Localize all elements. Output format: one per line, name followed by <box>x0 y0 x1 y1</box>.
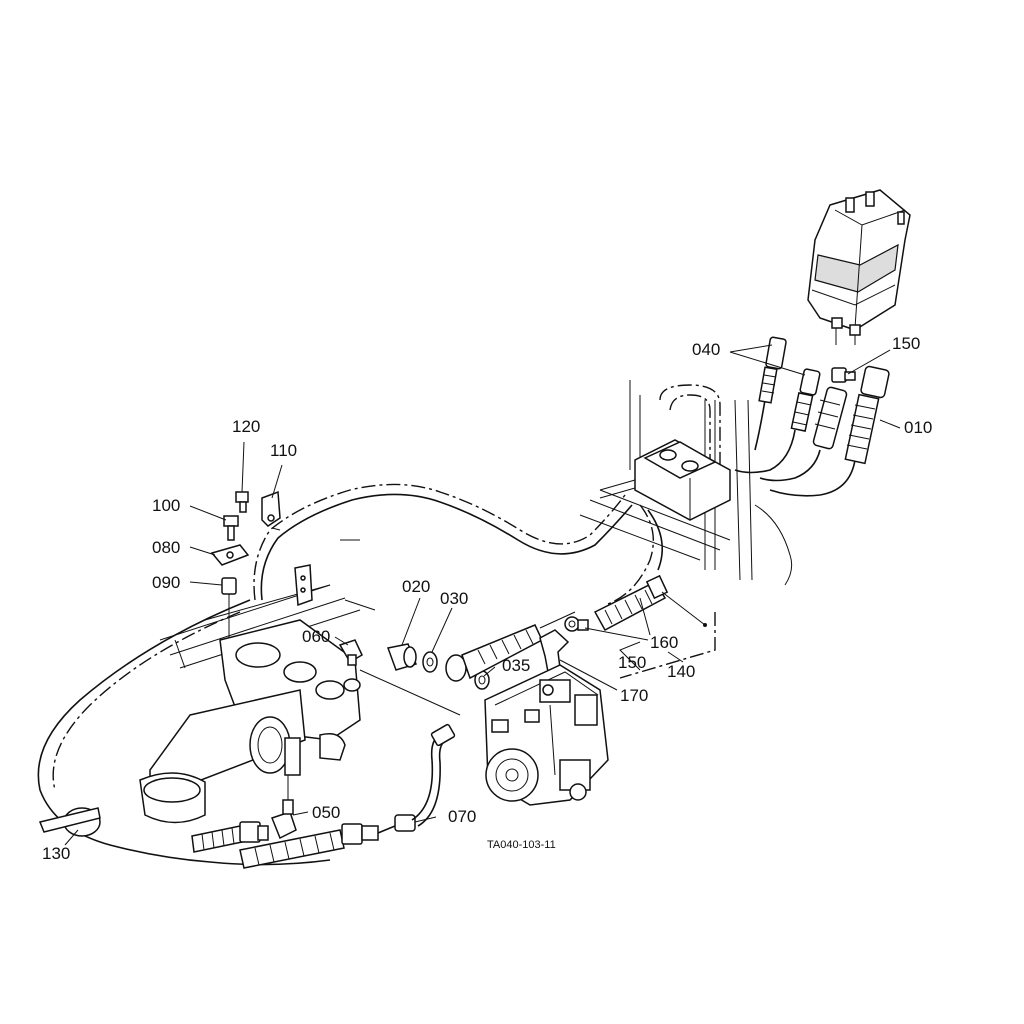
bolt-120 <box>235 491 249 513</box>
hose-010 <box>844 365 890 465</box>
leader-lines <box>64 344 901 846</box>
cable-tie-130 <box>38 807 101 837</box>
callout-080: 080 <box>152 538 180 557</box>
hose-150-upper <box>812 367 856 450</box>
hose-fittings-upper-right <box>758 336 890 465</box>
callout-070: 070 <box>448 807 476 826</box>
callout-050: 050 <box>312 803 340 822</box>
hose-routing <box>37 384 856 866</box>
callout-060: 060 <box>302 627 330 646</box>
clamp-080 <box>210 544 250 566</box>
callout-030: 030 <box>440 589 468 608</box>
hydraulic-motor <box>807 189 911 345</box>
callout-150-upper: 150 <box>892 334 920 353</box>
callout-090: 090 <box>152 573 180 592</box>
callout-140: 140 <box>667 662 695 681</box>
callout-labels: 010 020 030 035 040 050 060 070 080 090 … <box>42 334 932 863</box>
axle-assembly <box>139 619 361 824</box>
callout-130: 130 <box>42 844 70 863</box>
callout-040: 040 <box>692 340 720 359</box>
callout-110: 110 <box>270 441 297 460</box>
callout-100: 100 <box>152 496 180 515</box>
clip-110 <box>261 490 281 527</box>
hydraulic-pump <box>484 664 609 806</box>
hose-040-right <box>790 368 821 432</box>
spacer-090 <box>221 577 237 595</box>
callout-010: 010 <box>904 418 932 437</box>
callout-160: 160 <box>650 633 678 652</box>
clamp-assembly <box>210 490 281 640</box>
hose-050-assembly <box>191 775 297 853</box>
callout-035: 035 <box>502 656 530 675</box>
callout-120: 120 <box>232 417 260 436</box>
bolt-100 <box>223 515 239 541</box>
hose-160-assembly <box>593 574 716 679</box>
valve-block <box>599 439 731 521</box>
adapter-020 <box>386 643 418 671</box>
hose-070-assembly <box>239 723 456 869</box>
clip-150-lower <box>564 616 589 632</box>
frame-bracket <box>294 564 313 607</box>
fittings-center <box>386 611 576 690</box>
hose-040-left <box>758 336 787 404</box>
chassis-frame <box>159 380 793 669</box>
callout-150-lower: 150 <box>618 653 646 672</box>
washer-030 <box>422 651 438 673</box>
elbow-060 <box>338 639 363 666</box>
drawing-reference-code: TA040-103-11 <box>487 839 556 851</box>
callout-170: 170 <box>620 686 648 705</box>
callout-020: 020 <box>402 577 430 596</box>
elbow-170 <box>539 629 570 673</box>
